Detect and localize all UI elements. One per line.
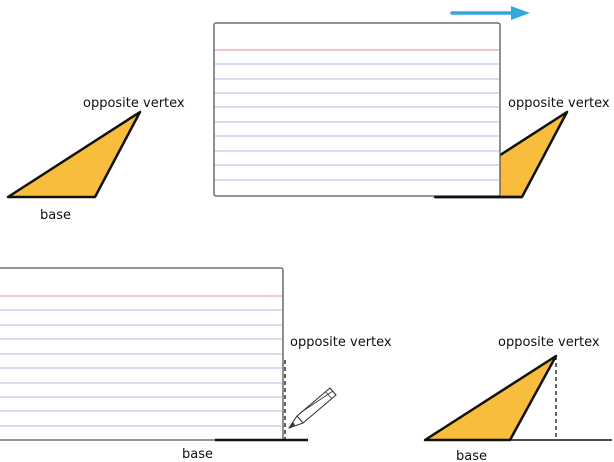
panel-card-with-pencil: opposite vertex base: [0, 267, 392, 462]
index-card: [213, 22, 501, 197]
base-label: base: [456, 449, 487, 462]
panel-triangle-with-height: opposite vertex base: [423, 335, 612, 462]
panel-triangle-alone: opposite vertex base: [6, 96, 185, 223]
opposite-vertex-label: opposite vertex: [290, 335, 392, 350]
opposite-vertex-label: opposite vertex: [83, 96, 185, 111]
pencil-icon: [288, 387, 337, 429]
index-card: [0, 267, 284, 441]
triangle: [423, 354, 558, 442]
opposite-vertex-label: opposite vertex: [508, 96, 610, 111]
panel-card-slides-right: opposite vertex: [213, 6, 610, 199]
base-label: base: [182, 447, 213, 462]
base-label: base: [40, 208, 71, 223]
triangle: [6, 110, 142, 199]
right-arrow-icon: [450, 6, 530, 20]
opposite-vertex-label: opposite vertex: [498, 335, 600, 350]
